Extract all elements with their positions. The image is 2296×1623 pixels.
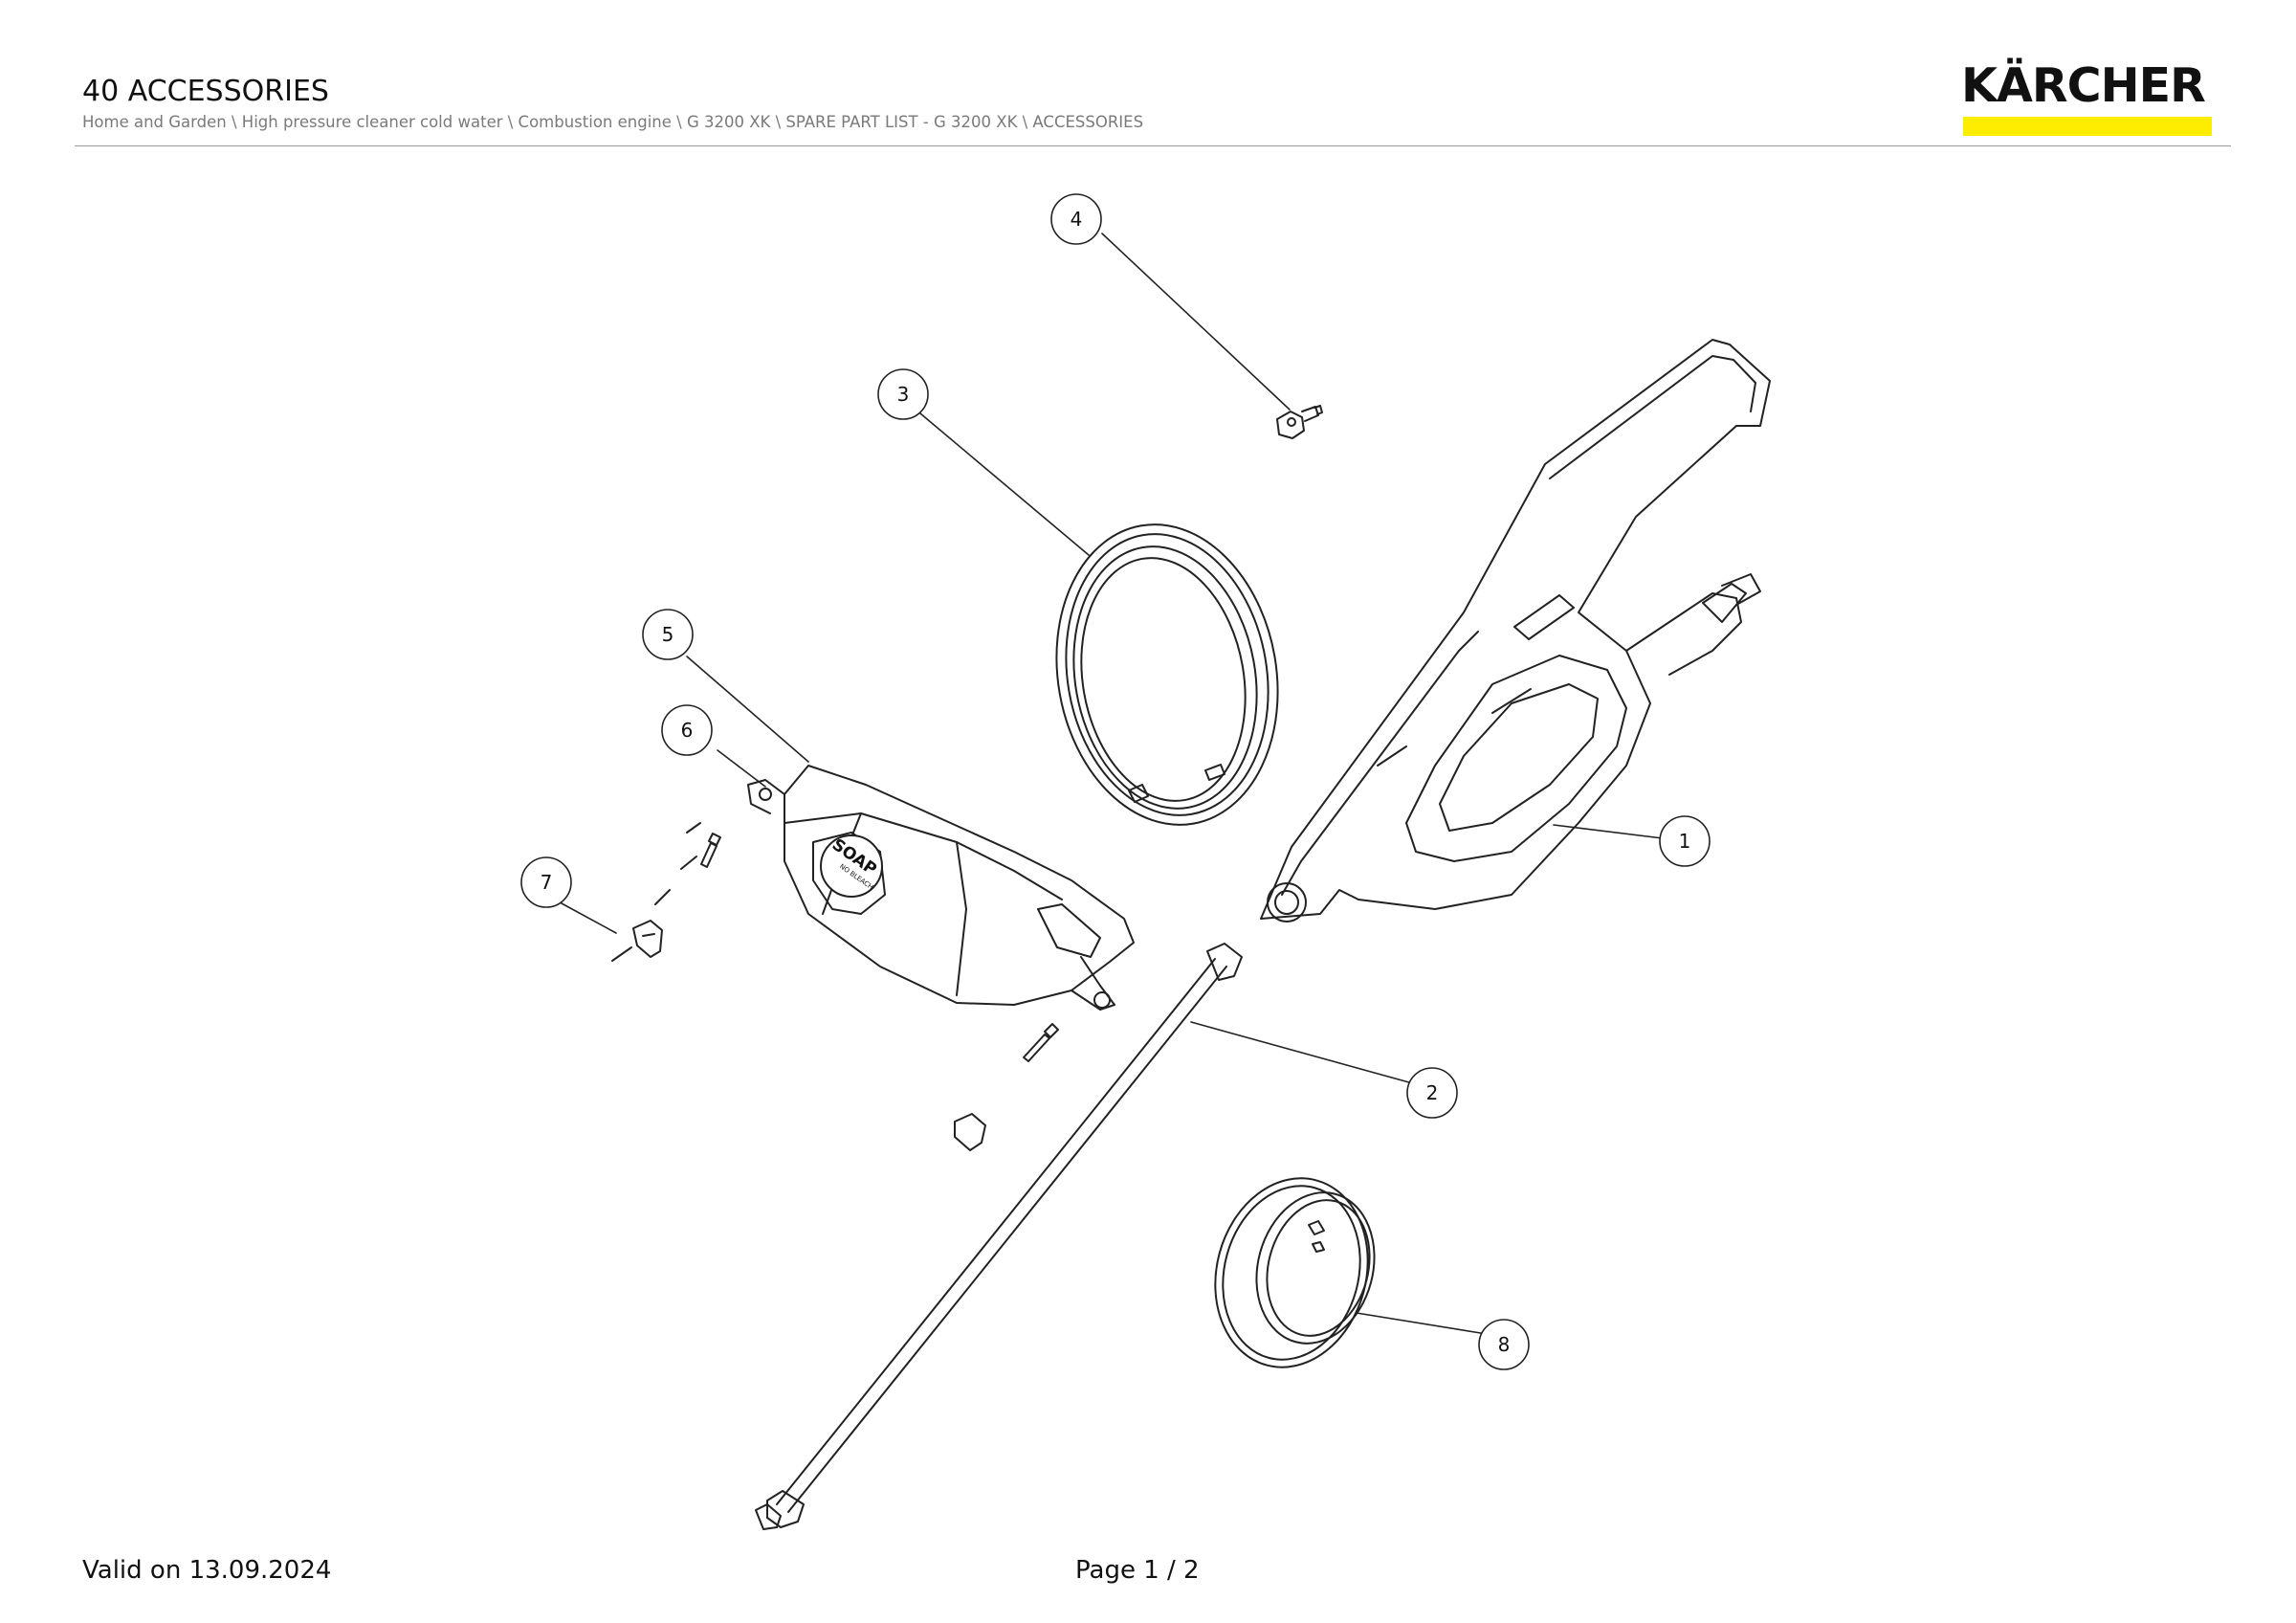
page-title: 40 ACCESSORIES	[82, 75, 329, 108]
part-7-clip-lower	[954, 1113, 986, 1151]
callout-8: 8	[1498, 1333, 1511, 1356]
part-3-hose	[1055, 523, 1279, 826]
callout-6-bubble	[661, 704, 713, 756]
callout-2: 2	[1426, 1081, 1439, 1104]
part-4-nozzle	[1276, 405, 1323, 439]
part-2-lance	[755, 943, 1243, 1530]
callout-3: 3	[897, 383, 910, 406]
part-7-clip-upper	[611, 889, 671, 962]
part-1-trigger-gun	[1260, 339, 1771, 923]
page-number: Page 1 / 2	[1075, 1556, 1200, 1585]
valid-date: Valid on 13.09.2024	[82, 1556, 332, 1585]
callout-8-bubble	[1478, 1319, 1530, 1370]
tank-cap: SOAP NO BLEACH	[820, 834, 883, 898]
karcher-logo: KÄRCHER	[1961, 61, 2212, 138]
callout-4: 4	[1071, 208, 1083, 231]
callout-7: 7	[541, 871, 553, 894]
part-5-soap-tank	[747, 765, 1135, 1011]
callout-1-bubble	[1659, 815, 1711, 867]
callout-3-bubble	[877, 368, 929, 420]
callout-5-bubble	[642, 609, 694, 660]
leader-lines	[561, 233, 1671, 1336]
callout-1: 1	[1679, 830, 1691, 853]
callout-2-bubble	[1406, 1067, 1458, 1119]
breadcrumb: Home and Garden \ High pressure cleaner …	[82, 113, 1144, 131]
logo-yellow-bar	[1963, 117, 2212, 136]
header-divider	[75, 145, 2231, 146]
callout-6: 6	[681, 719, 694, 742]
part-6-screw-lower	[1023, 1023, 1059, 1062]
callout-5: 5	[662, 623, 674, 646]
logo-text: KÄRCHER	[1961, 58, 2206, 113]
part-8-coil	[1214, 1177, 1376, 1368]
part-6-screw-upper	[680, 822, 721, 870]
callout-7-bubble	[520, 856, 572, 908]
callout-4-bubble	[1050, 193, 1102, 245]
